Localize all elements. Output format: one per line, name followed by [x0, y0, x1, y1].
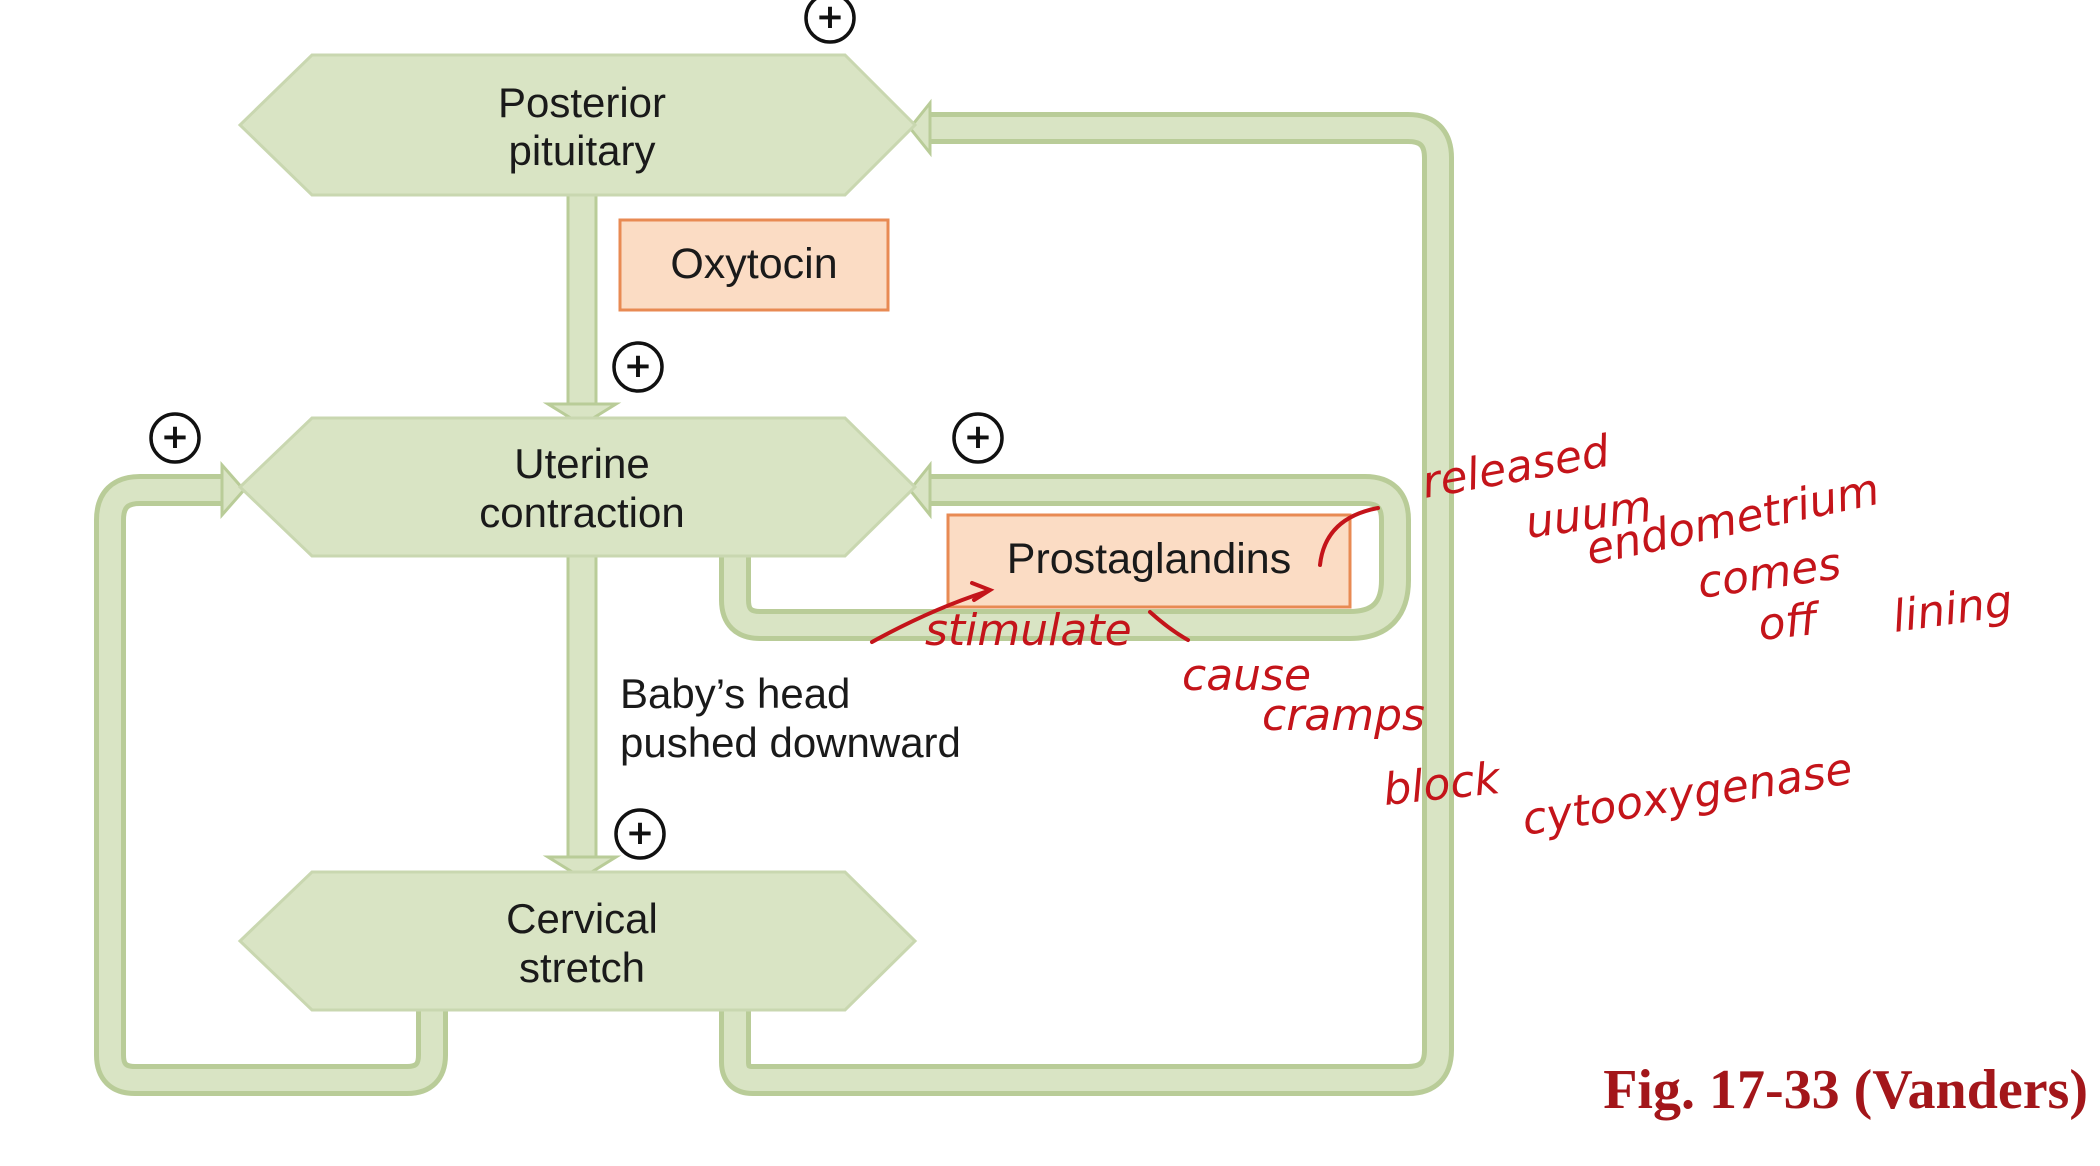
node-cervical-stretch: Cervical stretch: [237, 870, 918, 1012]
hand-text-off: off: [1756, 594, 1824, 651]
arrow-shaft-uterine-cervical: [566, 548, 598, 862]
plus-sign: +: [612, 341, 664, 393]
arrowhead-to-pituitary: [908, 98, 932, 158]
svg-text:+: +: [161, 417, 190, 457]
plus-sign: +: [149, 412, 201, 464]
hand-text-enzyme: cytooxygenase: [1519, 743, 1856, 846]
hand-tick: [1148, 610, 1190, 642]
hand-text-lining: lining: [1889, 576, 2015, 643]
plus-sign: +: [614, 808, 666, 860]
svg-text:+: +: [816, 0, 845, 37]
node-label-line2: stretch: [519, 944, 645, 991]
edge-label-line2: pushed downward: [620, 719, 961, 766]
node-uterine-contraction: Uterine contraction: [237, 416, 918, 558]
box-label: Prostaglandins: [1007, 535, 1291, 583]
hand-text-stimulate: stimulate: [925, 605, 1132, 656]
arrow-shaft-pituitary-uterine: [566, 188, 598, 410]
node-label-line1: Cervical: [506, 895, 658, 942]
box-prostaglandins: Prostaglandins: [946, 513, 1352, 609]
arrowhead-to-uterine-left: [220, 461, 246, 519]
edge-label-babys-head: Baby’s head pushed downward: [620, 670, 961, 766]
svg-text:+: +: [964, 417, 993, 457]
svg-text:+: +: [626, 813, 655, 853]
node-label-line2: pituitary: [508, 127, 655, 174]
arrowhead-pituitary-uterine: [542, 402, 622, 427]
svg-text:+: +: [624, 346, 653, 386]
vertical-arrows: [542, 188, 622, 880]
plus-sign: +: [952, 412, 1004, 464]
hand-text-cause: cause: [1182, 650, 1311, 701]
hand-connector-released: [1318, 506, 1380, 567]
box-label: Oxytocin: [670, 240, 837, 288]
figure-caption: Fig. 17-33 (Vanders): [1603, 1059, 2088, 1121]
feedback-arrows: [94, 98, 1454, 1096]
node-label-line2: contraction: [479, 489, 684, 536]
node-posterior-pituitary: Posterior pituitary: [237, 53, 918, 197]
plus-sign: +: [804, 0, 856, 44]
box-oxytocin: Oxytocin: [618, 218, 890, 312]
arrowhead-to-uterine-right: [908, 460, 932, 520]
node-label-line1: Posterior: [498, 79, 666, 126]
edge-label-line1: Baby’s head: [620, 670, 850, 717]
arrowhead-uterine-cervical: [542, 855, 622, 880]
hand-arrow-stimulate: [870, 590, 987, 644]
hand-text-cramps: cramps: [1262, 690, 1425, 741]
node-label-line1: Uterine: [514, 440, 649, 487]
hand-text-block: block: [1381, 753, 1504, 816]
